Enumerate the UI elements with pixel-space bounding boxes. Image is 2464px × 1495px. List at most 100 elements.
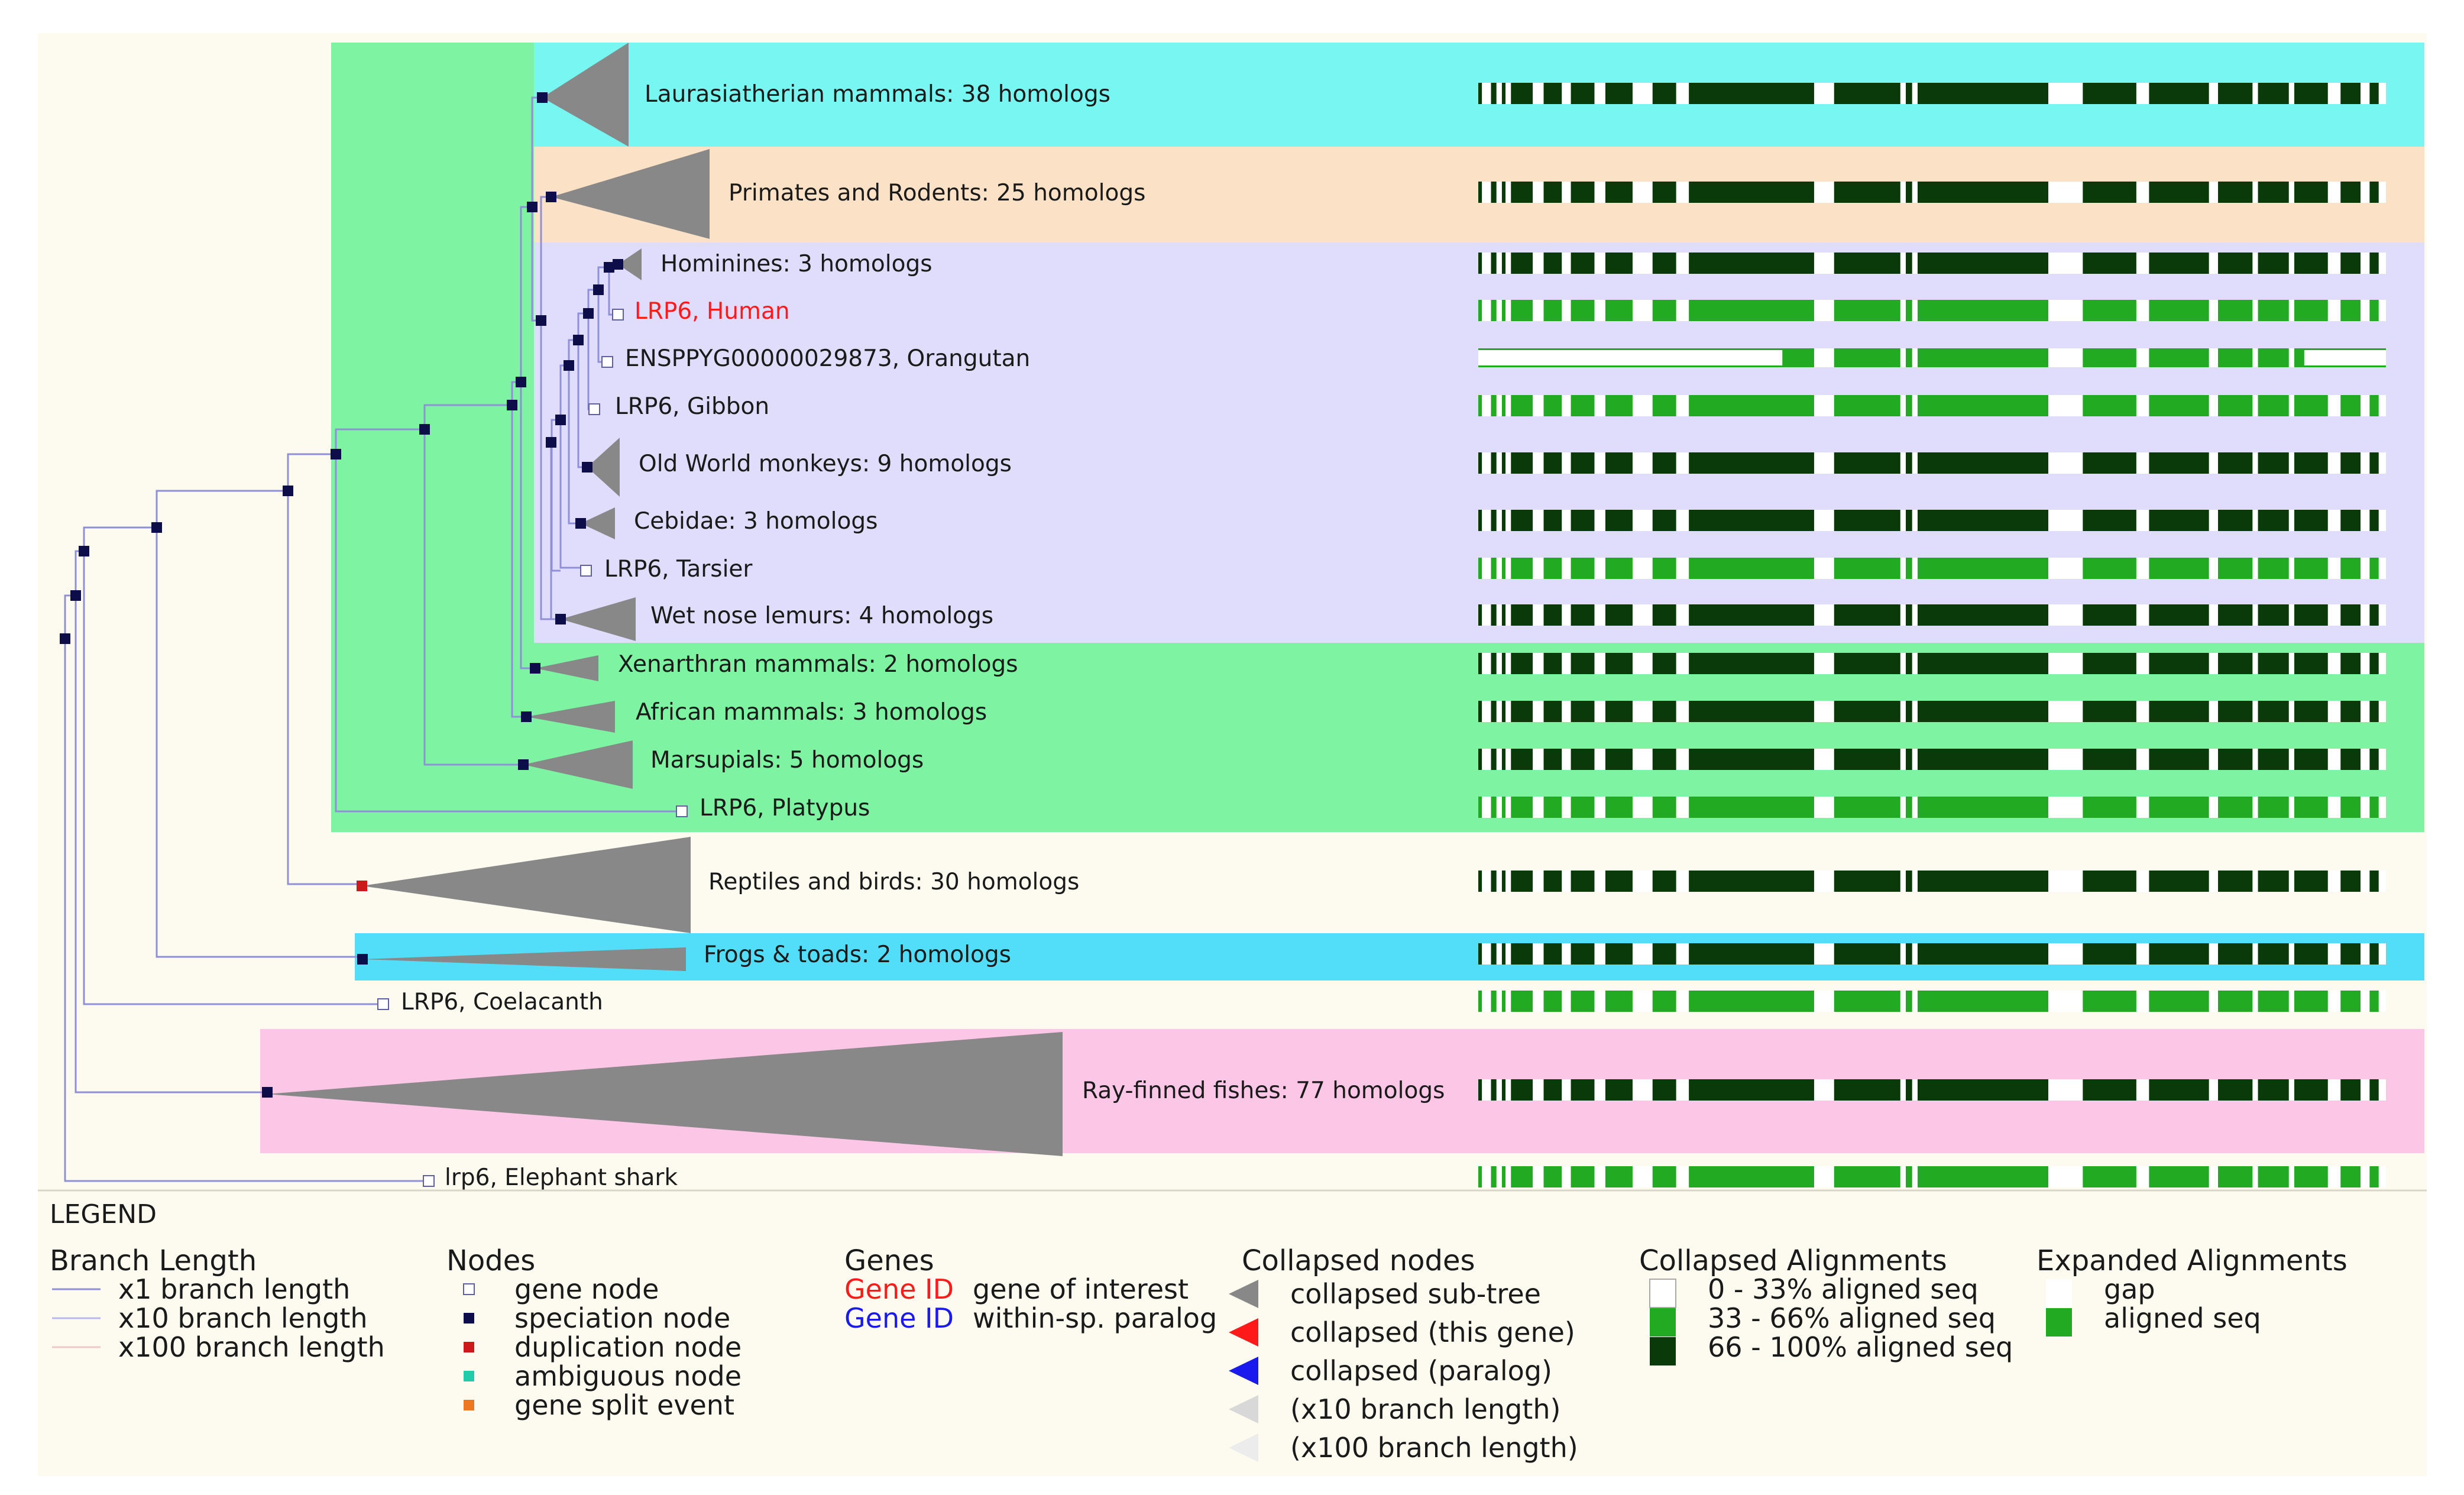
row-label[interactable]: LRP6, Gibbon: [615, 393, 769, 420]
duplication-node[interactable]: [357, 881, 367, 891]
alignment-gap: [1814, 452, 1834, 474]
gene-node[interactable]: [676, 805, 688, 817]
alignment-fill: [1478, 991, 2386, 1012]
legend-gene-node: gene node: [514, 1273, 659, 1305]
alignment-gap: [1533, 452, 1544, 474]
alignment-gap: [2304, 350, 2386, 365]
alignment-gap: [1533, 395, 1544, 416]
gene-node[interactable]: [588, 403, 600, 415]
alignment-gap: [1676, 558, 1689, 579]
row-label[interactable]: ENSPPYG00000029873, Orangutan: [625, 345, 1030, 372]
alignment-gap: [2378, 558, 2386, 579]
speciation-node[interactable]: [555, 415, 566, 425]
speciation-node[interactable]: [70, 590, 81, 601]
row-label[interactable]: Old World monkeys: 9 homologs: [639, 451, 1012, 477]
alignment-fill: [1478, 452, 2386, 474]
alignment-gap: [2209, 182, 2219, 203]
speciation-node[interactable]: [79, 546, 89, 556]
alignment-gap: [2209, 558, 2219, 579]
row-label[interactable]: Xenarthran mammals: 2 homologs: [618, 651, 1018, 678]
alignment-gap: [1496, 604, 1502, 626]
alignment-gap: [1505, 182, 1511, 203]
row-label[interactable]: Hominines: 3 homologs: [660, 251, 933, 277]
alignment-gap: [2327, 1166, 2341, 1187]
speciation-node[interactable]: [419, 424, 430, 435]
alignment-gap: [1912, 653, 1918, 674]
speciation-node[interactable]: [555, 614, 566, 624]
alignment-gap: [1533, 300, 1544, 321]
row-label[interactable]: Primates and Rodents: 25 homologs: [728, 180, 1145, 206]
row-label[interactable]: LRP6, Coelacanth: [401, 989, 603, 1015]
alignment-gap: [2209, 749, 2219, 770]
row-label[interactable]: African mammals: 3 homologs: [636, 699, 987, 726]
speciation-node[interactable]: [575, 518, 586, 529]
row-label[interactable]: Reptiles and birds: 30 homologs: [708, 869, 1079, 895]
speciation-node[interactable]: [516, 377, 526, 387]
alignment-gap: [1814, 653, 1834, 674]
alignment-gap: [1912, 253, 1918, 274]
alignment-gap: [2136, 558, 2149, 579]
alignment-gap: [1594, 1079, 1605, 1101]
alignment-gap: [1562, 604, 1571, 626]
speciation-node[interactable]: [283, 486, 293, 496]
row-label[interactable]: Marsupials: 5 homologs: [650, 747, 924, 774]
speciation-node[interactable]: [613, 259, 623, 270]
row-label[interactable]: Wet nose lemurs: 4 homologs: [650, 603, 993, 629]
speciation-node[interactable]: [521, 711, 532, 722]
alignment-gap: [2136, 452, 2149, 474]
row-label[interactable]: LRP6, Platypus: [700, 795, 870, 821]
collapsed-triangle: [526, 701, 615, 733]
speciation-node[interactable]: [507, 400, 517, 410]
speciation-node[interactable]: [60, 633, 70, 644]
alignment-gap: [2288, 510, 2294, 531]
gene-node[interactable]: [580, 565, 592, 577]
row-label[interactable]: Laurasiatherian mammals: 38 homologs: [645, 81, 1110, 108]
speciation-node[interactable]: [564, 360, 574, 371]
gene-node[interactable]: [377, 998, 389, 1010]
alignment-gap: [2327, 943, 2341, 965]
speciation-node[interactable]: [546, 437, 556, 448]
speciation-node[interactable]: [527, 202, 538, 212]
speciation-node[interactable]: [331, 449, 341, 459]
gene-node[interactable]: [423, 1175, 435, 1187]
gene-node[interactable]: [612, 309, 624, 321]
speciation-node[interactable]: [530, 663, 540, 674]
speciation-node[interactable]: [262, 1087, 273, 1098]
alignment-gap: [1482, 395, 1491, 416]
speciation-node[interactable]: [583, 308, 594, 319]
row-label[interactable]: LRP6, Human: [634, 298, 790, 325]
alignment-bar: [1478, 991, 2386, 1012]
speciation-node[interactable]: [151, 522, 162, 533]
alignment-fill: [1478, 1166, 2386, 1187]
row-label[interactable]: lrp6, Elephant shark: [445, 1164, 678, 1191]
speciation-node[interactable]: [604, 262, 614, 273]
row-label[interactable]: LRP6, Tarsier: [604, 556, 753, 583]
alignment-bar: [1478, 452, 2386, 474]
alignment-gap: [1900, 558, 1906, 579]
speciation-node[interactable]: [357, 954, 368, 965]
row-label[interactable]: Ray-finned fishes: 77 homologs: [1082, 1077, 1445, 1104]
alignment-gap: [2209, 653, 2219, 674]
speciation-node[interactable]: [573, 335, 584, 345]
collapsed-triangle: [542, 43, 629, 147]
speciation-node[interactable]: [546, 192, 556, 202]
alignment-gap: [1676, 797, 1689, 818]
speciation-node[interactable]: [593, 284, 604, 295]
row-label[interactable]: Cebidae: 3 homologs: [634, 508, 878, 535]
legend-align-dark-swatch: [1650, 1337, 1676, 1365]
alignment-bar: [1478, 701, 2386, 722]
gene-node[interactable]: [601, 356, 613, 368]
alignment-gap: [1814, 1166, 1834, 1187]
alignment-gap: [2327, 749, 2341, 770]
speciation-node[interactable]: [537, 92, 548, 103]
speciation-node[interactable]: [582, 462, 592, 473]
row-label[interactable]: Frogs & toads: 2 homologs: [704, 941, 1011, 968]
speciation-node[interactable]: [518, 759, 529, 770]
alignment-gap: [1505, 558, 1511, 579]
alignment-gap: [2327, 182, 2341, 203]
legend-split-node-icon: [464, 1400, 474, 1410]
speciation-node[interactable]: [536, 315, 546, 326]
alignment-fill: [1478, 749, 2386, 770]
legend: LEGEND Branch Length x1 branch length x1…: [38, 1189, 2427, 1464]
alignment-gap: [1632, 701, 1653, 722]
